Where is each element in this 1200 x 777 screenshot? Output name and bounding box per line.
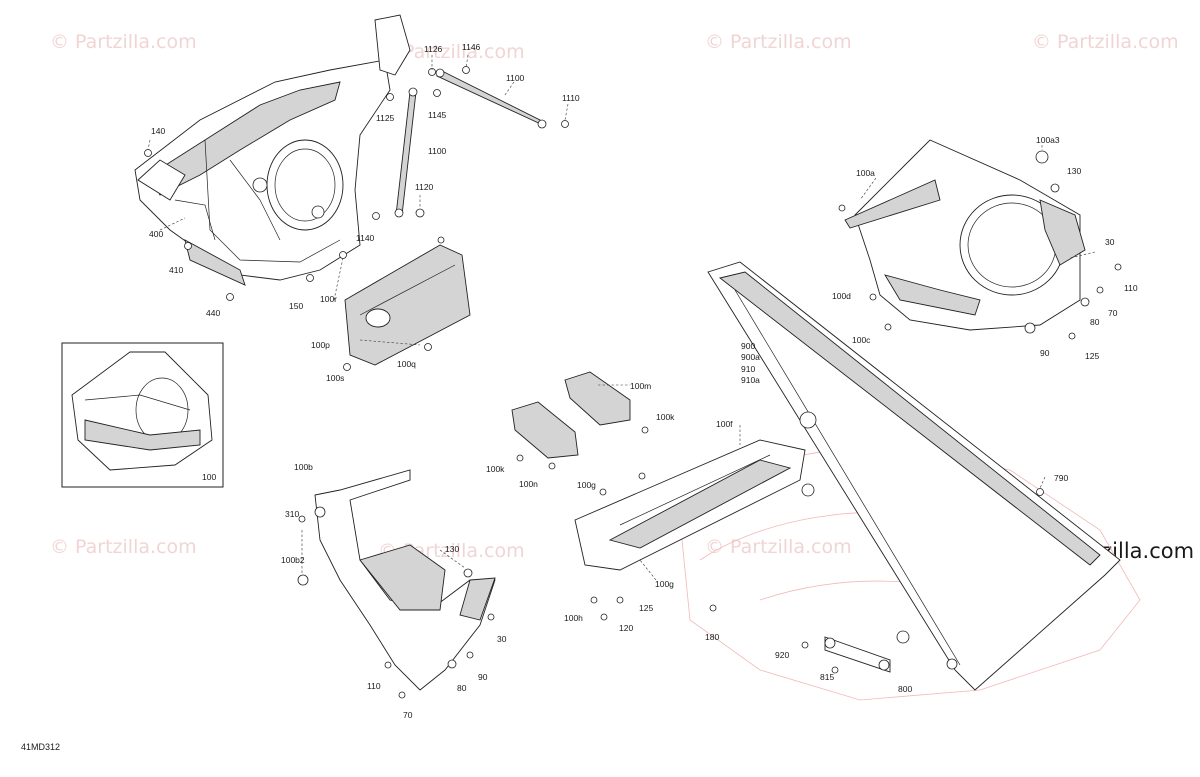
part-label: 1110 bbox=[562, 93, 580, 103]
part-label: 100k bbox=[486, 464, 505, 474]
inset-label: 100 bbox=[202, 472, 216, 482]
part-label: 110 bbox=[1124, 283, 1138, 293]
part-label: 90 bbox=[478, 672, 488, 682]
brackets bbox=[511, 371, 649, 470]
part-label: 110 bbox=[367, 681, 381, 691]
part-label: 70 bbox=[1108, 308, 1118, 318]
part-label: 100a3 bbox=[1036, 135, 1060, 145]
skid-plate bbox=[343, 236, 471, 371]
part-label: 100b bbox=[294, 462, 313, 472]
part-label: 1120 bbox=[415, 182, 434, 192]
part-label: 30 bbox=[1105, 237, 1115, 247]
part-label: 815 bbox=[820, 672, 834, 682]
lower-bracket-assembly bbox=[297, 469, 496, 699]
part-label: 100g bbox=[577, 480, 596, 490]
part-label: 100n bbox=[519, 479, 538, 489]
part-label: 910a bbox=[741, 375, 760, 385]
tie-rods bbox=[394, 68, 547, 218]
hardware-upper-left bbox=[144, 66, 569, 301]
part-label: 125 bbox=[639, 603, 653, 613]
part-label: 1126 bbox=[424, 44, 443, 54]
part-label: 920 bbox=[775, 650, 789, 660]
part-label: 30 bbox=[497, 634, 507, 644]
part-label: 1140 bbox=[356, 233, 375, 243]
part-label: 400 bbox=[149, 229, 163, 239]
part-label: 800 bbox=[898, 684, 912, 694]
part-label: 1100 bbox=[428, 146, 447, 156]
part-label: 150 bbox=[289, 301, 303, 311]
part-labels: 1126 1146 1100 1110 1125 1145 1100 140 1… bbox=[149, 42, 1138, 720]
rear-frame-assembly bbox=[838, 139, 1122, 340]
part-label: 100k bbox=[656, 412, 675, 422]
watermark: © Partzilla.com bbox=[705, 31, 852, 53]
part-label: 100s bbox=[326, 373, 344, 383]
part-label: 910 bbox=[741, 364, 755, 374]
inset-box: 100 bbox=[61, 342, 224, 488]
watermark: © Partzilla.com bbox=[50, 31, 197, 53]
part-label: 900 bbox=[741, 341, 755, 351]
part-label: 1100 bbox=[506, 73, 525, 83]
watermark: © Partzilla.com bbox=[705, 536, 852, 558]
part-label: 100a bbox=[856, 168, 875, 178]
part-label: 1145 bbox=[428, 110, 447, 120]
floor-panel bbox=[574, 439, 815, 621]
part-label: 180 bbox=[705, 632, 719, 642]
part-label: 900a bbox=[741, 352, 760, 362]
part-label: 100h bbox=[564, 613, 583, 623]
part-label: 1125 bbox=[376, 113, 395, 123]
part-label: 130 bbox=[445, 544, 459, 554]
rear-bar bbox=[801, 636, 891, 674]
front-frame-assembly bbox=[134, 14, 411, 286]
part-label: 440 bbox=[206, 308, 220, 318]
part-label: 1146 bbox=[462, 42, 481, 52]
part-label: 100m bbox=[630, 381, 651, 391]
part-label: 100r bbox=[320, 294, 337, 304]
part-label: 310 bbox=[285, 509, 299, 519]
part-label: 90 bbox=[1040, 348, 1050, 358]
part-label: 100p bbox=[311, 340, 330, 350]
part-label: 100f bbox=[716, 419, 733, 429]
part-label: 100c bbox=[852, 335, 871, 345]
part-label: 125 bbox=[1085, 351, 1099, 361]
watermark: © Partzilla.com bbox=[50, 536, 197, 558]
part-label: 70 bbox=[403, 710, 413, 720]
watermark: © Partzilla.com bbox=[1032, 31, 1179, 53]
part-label: 100q bbox=[397, 359, 416, 369]
part-label: 120 bbox=[619, 623, 633, 633]
part-label: 410 bbox=[169, 265, 183, 275]
watermark: © Partzilla.com bbox=[378, 41, 525, 63]
part-label: 130 bbox=[1067, 166, 1081, 176]
diagram-code: 41MD312 bbox=[21, 742, 60, 752]
part-label: 80 bbox=[457, 683, 467, 693]
leader-lines bbox=[147, 54, 1096, 581]
side-rail bbox=[707, 261, 1121, 691]
part-label: 790 bbox=[1054, 473, 1068, 483]
part-label: 100b2 bbox=[281, 555, 305, 565]
part-label: 80 bbox=[1090, 317, 1100, 327]
part-label: 140 bbox=[151, 126, 165, 136]
part-label: 100d bbox=[832, 291, 851, 301]
part-label: 100g bbox=[655, 579, 674, 589]
